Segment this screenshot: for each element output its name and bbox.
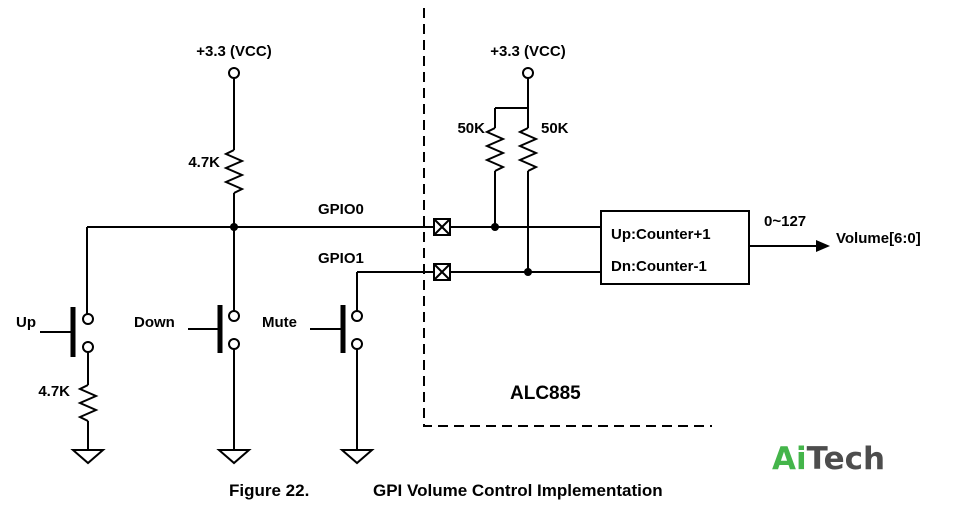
junction-dot-gpio1 bbox=[524, 268, 532, 276]
logo-prefix: Ai bbox=[772, 441, 807, 477]
figure-number: Figure 22. bbox=[229, 481, 309, 500]
counter-up-label: Up:Counter+1 bbox=[611, 226, 711, 243]
resistor-50k-left bbox=[484, 127, 506, 172]
counter-block bbox=[600, 210, 750, 285]
ground-symbol-mute bbox=[339, 449, 375, 465]
range-label: 0~127 bbox=[764, 213, 806, 230]
logo-suffix: Tech bbox=[807, 441, 886, 477]
resistor-50k-right bbox=[517, 127, 539, 172]
junction-dot-gpio0-right bbox=[491, 223, 499, 231]
counter-dn-label: Dn:Counter-1 bbox=[611, 258, 707, 275]
resistor-label-50k-right: 50K bbox=[541, 120, 569, 137]
resistor-label-bottom: 4.7K bbox=[38, 383, 70, 400]
ground-symbol-up bbox=[70, 449, 106, 465]
button-down-label: Down bbox=[134, 314, 175, 331]
figure-title: GPI Volume Control Implementation bbox=[373, 481, 663, 500]
chip-label: ALC885 bbox=[510, 383, 581, 404]
pin-box-gpio1 bbox=[433, 263, 451, 281]
button-up-label: Up bbox=[16, 314, 36, 331]
button-mute-label: Mute bbox=[262, 314, 297, 331]
chip-boundary bbox=[423, 8, 712, 427]
volume-label: Volume[6:0] bbox=[836, 230, 921, 247]
vcc-terminal-left bbox=[228, 67, 240, 79]
vcc-label-right: +3.3 (VCC) bbox=[490, 43, 565, 60]
gpio1-label: GPIO1 bbox=[318, 250, 364, 267]
gpio0-label: GPIO0 bbox=[318, 201, 364, 218]
resistor-4k7-top bbox=[223, 149, 245, 194]
pin-box-gpio0 bbox=[433, 218, 451, 236]
ground-symbol-down bbox=[216, 449, 252, 465]
resistor-label-50k-left: 50K bbox=[457, 120, 485, 137]
aitech-logo: AiTech bbox=[772, 441, 885, 477]
resistor-4k7-bottom bbox=[77, 384, 99, 422]
resistor-label-top: 4.7K bbox=[188, 154, 220, 171]
svg-text:AiTech: AiTech bbox=[772, 441, 885, 477]
vcc-label-left: +3.3 (VCC) bbox=[196, 43, 271, 60]
arrow-head-icon bbox=[816, 240, 830, 252]
vcc-terminal-right bbox=[522, 67, 534, 79]
